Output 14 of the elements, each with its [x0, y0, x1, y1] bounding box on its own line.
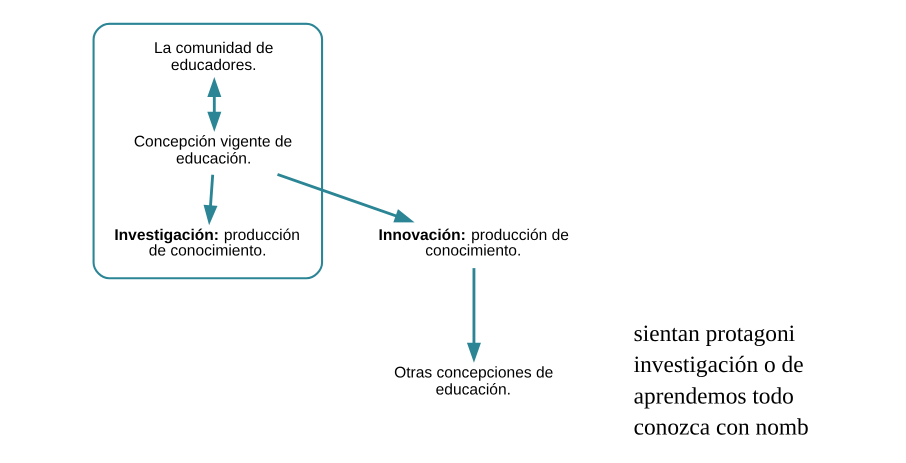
label: investigación o de [633, 352, 804, 378]
node-text: Investigación: producción de conocimiento. [114, 227, 300, 260]
node-text: Concepción vigente de educación. [133, 134, 292, 168]
node-text: La comunidad de educadores. [153, 40, 273, 74]
node-text: Innovación: producción de conocimiento. [378, 227, 568, 260]
arrow [203, 174, 218, 226]
arrow [466, 268, 480, 363]
label: sientan protagoni [633, 321, 795, 348]
node-text: Otras concepciones de educación. [394, 364, 553, 399]
cluster [92, 22, 323, 280]
label: conozca con nomb [633, 414, 808, 441]
arrow [276, 173, 414, 222]
arrow [206, 76, 221, 132]
label: aprendemos todo [633, 383, 794, 410]
